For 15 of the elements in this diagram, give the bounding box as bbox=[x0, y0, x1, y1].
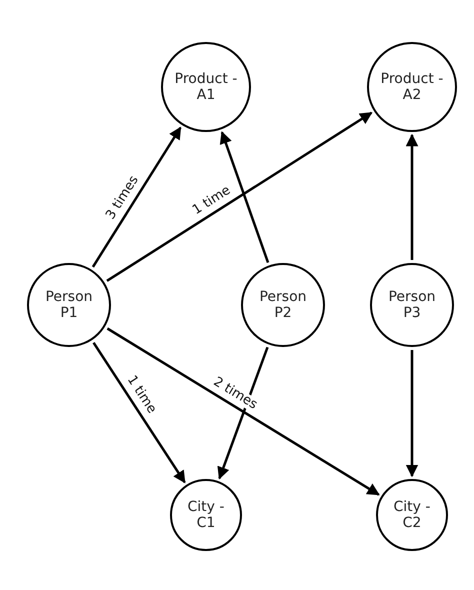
arrow bbox=[106, 327, 380, 496]
arrow bbox=[406, 134, 418, 260]
arrow bbox=[106, 112, 373, 282]
arrow bbox=[92, 126, 182, 268]
node-label: City - C2 bbox=[392, 498, 432, 532]
arrow bbox=[92, 342, 186, 484]
arrow bbox=[220, 131, 270, 263]
node-label: Person P2 bbox=[258, 288, 308, 322]
node-label: Product - A1 bbox=[174, 70, 238, 104]
node-label: Product - A2 bbox=[380, 70, 444, 104]
arrow bbox=[406, 350, 418, 478]
arrow bbox=[217, 346, 269, 480]
node-label: Person P1 bbox=[44, 288, 94, 322]
node-label: Person P3 bbox=[387, 288, 437, 322]
node-label: City - C1 bbox=[186, 498, 226, 532]
